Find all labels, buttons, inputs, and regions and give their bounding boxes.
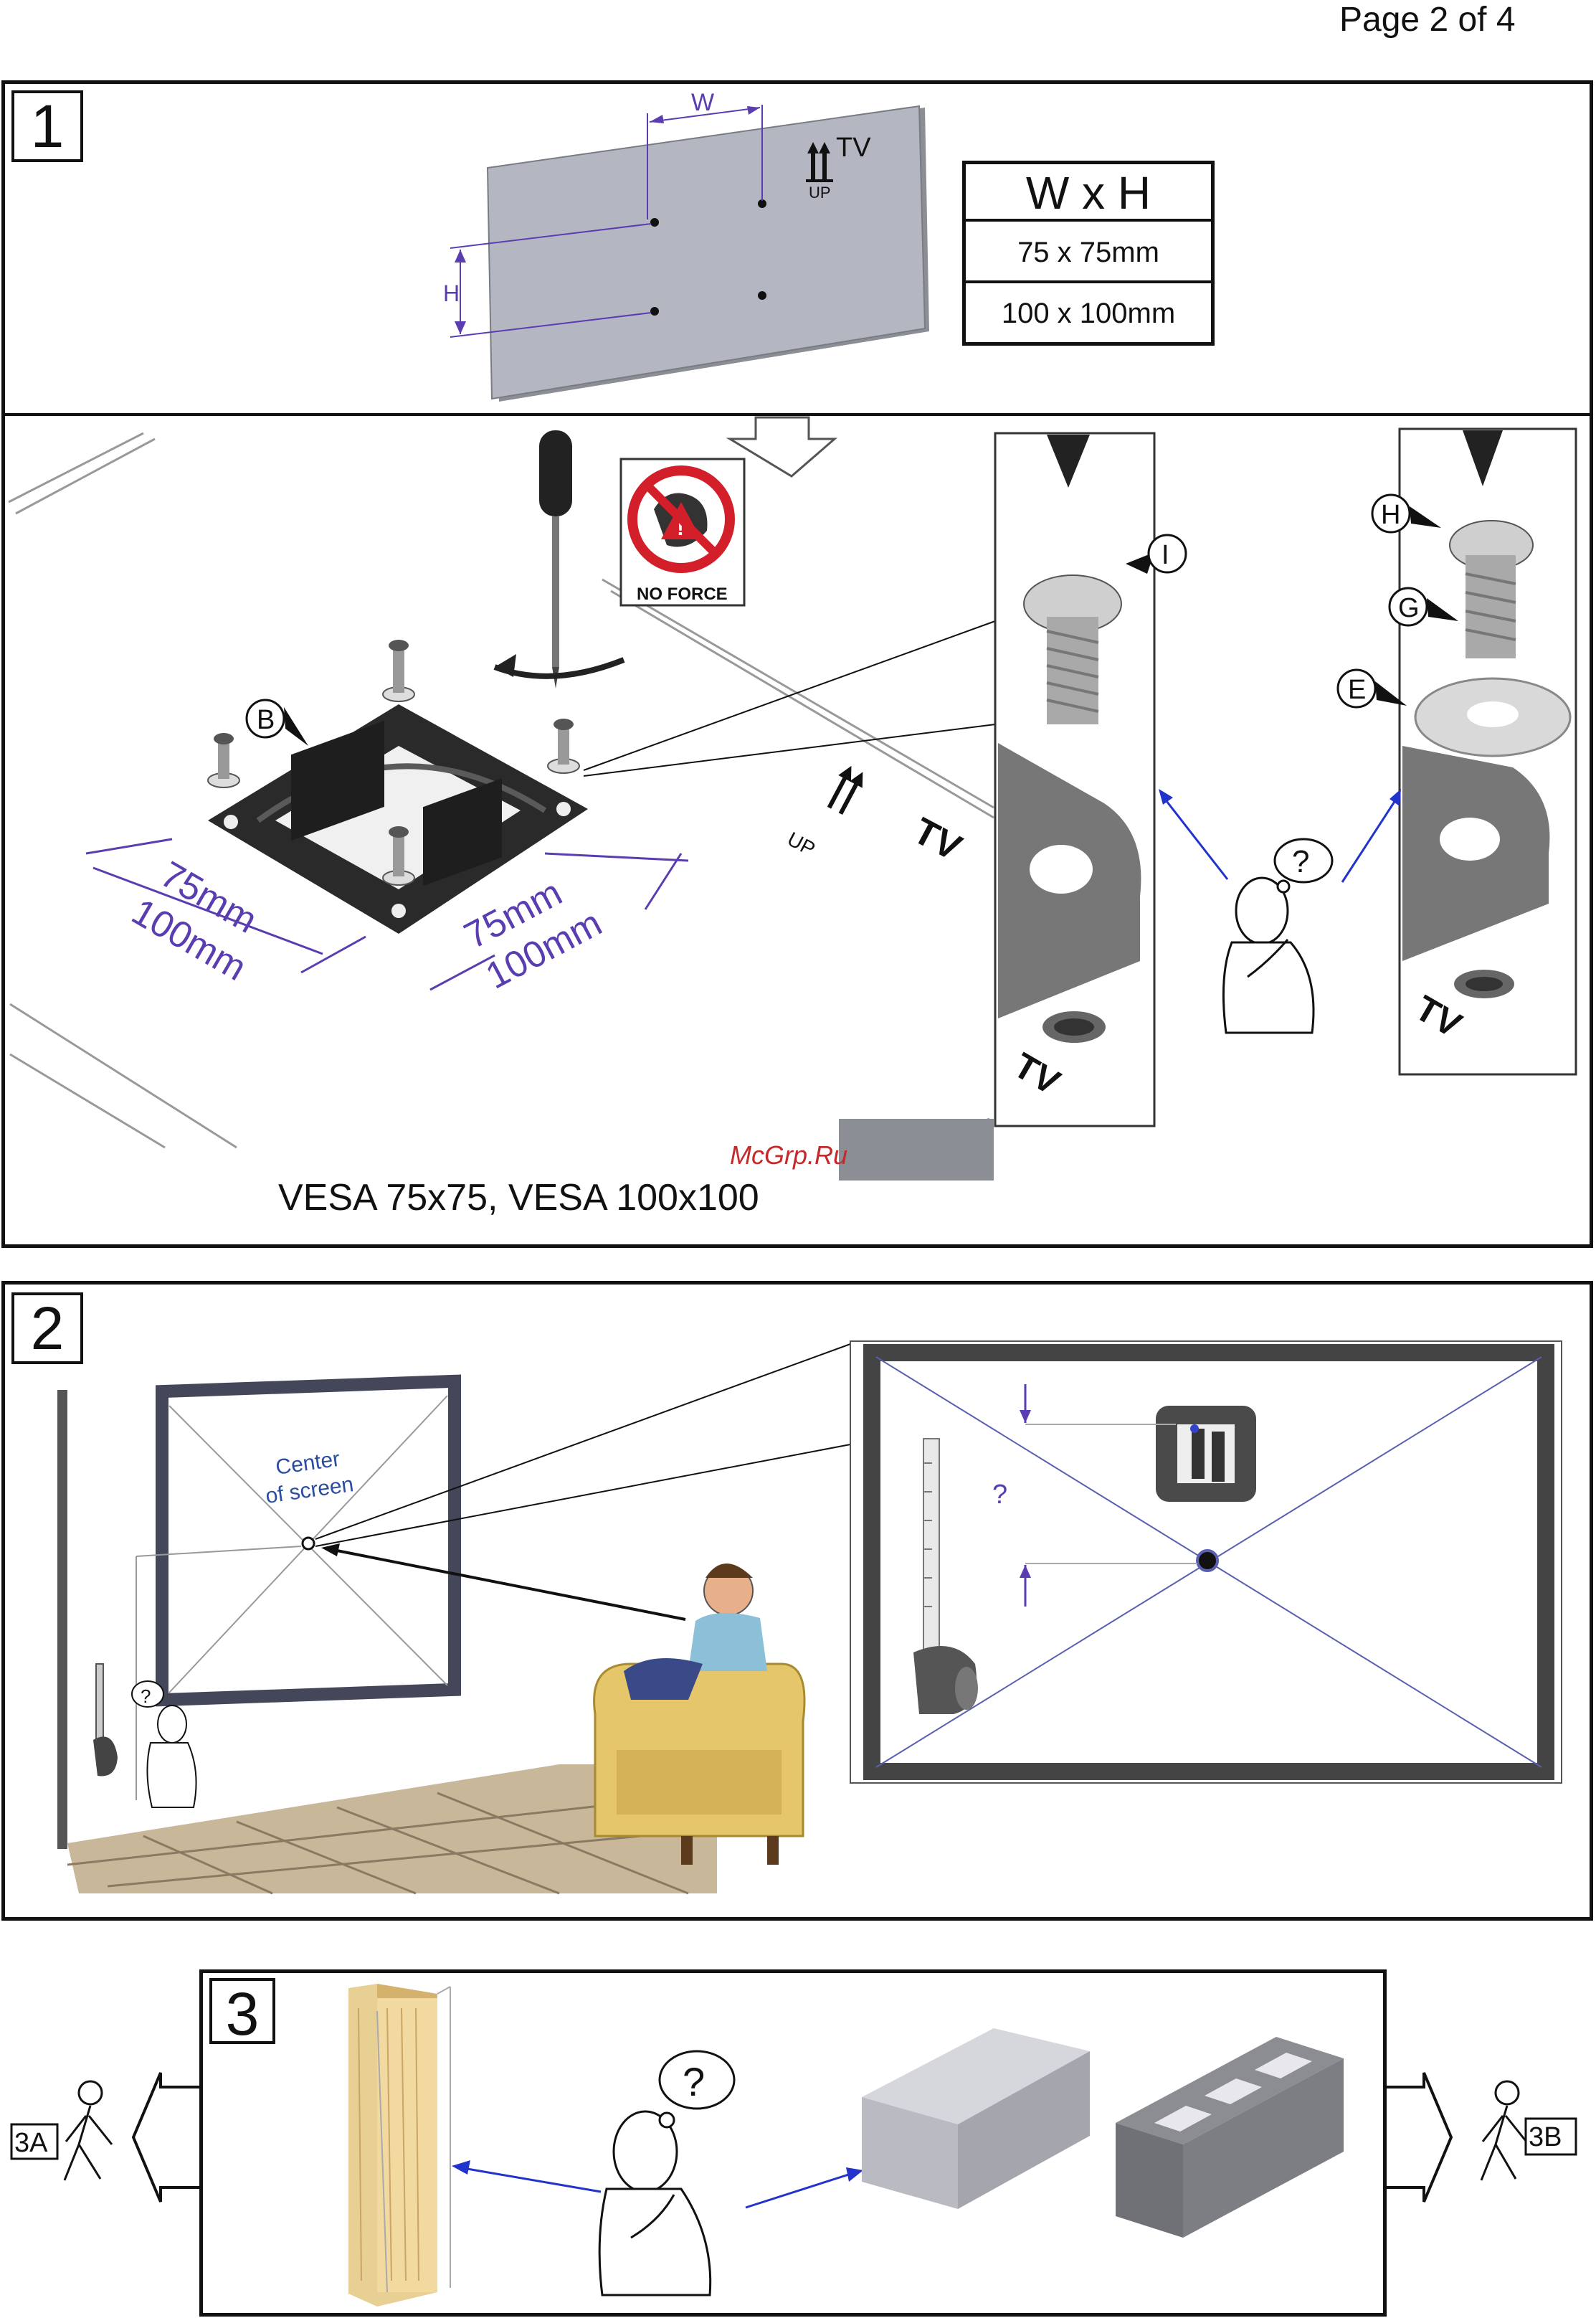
- no-force-icon: ! NO FORCE: [621, 459, 744, 605]
- screw-icon: [548, 719, 579, 773]
- target-3a-label: 3A: [14, 2128, 48, 2158]
- panel-up-label: UP: [784, 828, 819, 861]
- watermark: McGrp.Ru: [730, 1140, 847, 1170]
- screwdriver-icon: [495, 430, 624, 689]
- target-3b-label: 3B: [1529, 2122, 1562, 2152]
- step2-illustration: Center of screen ?: [0, 1262, 1596, 1936]
- question-mark-small: ?: [141, 1685, 151, 1707]
- down-arrow-icon: [730, 417, 835, 476]
- svg-text:G: G: [1398, 593, 1420, 623]
- question-mark-detail: ?: [992, 1480, 1007, 1510]
- right-arrow-icon: [1385, 2073, 1451, 2202]
- concrete-block-icon: [862, 2028, 1090, 2209]
- part-e-callout: E: [1338, 670, 1407, 707]
- up-mark-text: UP: [809, 184, 831, 202]
- question-mark-step3: ?: [683, 2059, 705, 2104]
- svg-text:H: H: [1381, 500, 1400, 530]
- screw-icon: [383, 640, 414, 701]
- vesa-hole: [650, 307, 659, 316]
- center-point-icon: [303, 1538, 314, 1549]
- svg-text:E: E: [1348, 675, 1366, 705]
- question-mark-step1: ?: [1292, 844, 1309, 879]
- spec-table-row: 100 x 100mm: [966, 283, 1211, 344]
- spec-table-header: W x H: [966, 164, 1211, 222]
- cinder-block-icon: [1116, 2037, 1344, 2238]
- center-target-icon: [1197, 1551, 1217, 1571]
- wood-stud-icon: [348, 1984, 450, 2307]
- svg-text:B: B: [257, 705, 275, 735]
- tape-measure-icon: [96, 1664, 103, 1743]
- vesa-hole: [758, 291, 766, 300]
- wall-bracket-icon: [1156, 1406, 1256, 1502]
- walking-man-icon: [65, 2081, 112, 2180]
- svg-text:I: I: [1162, 540, 1169, 570]
- dim-h-label: H: [443, 280, 460, 306]
- walking-man-icon: [1481, 2081, 1529, 2180]
- part-b-callout: B: [247, 700, 308, 746]
- screw-icon: [208, 733, 239, 787]
- vesa-spec-table: W x H 75 x 75mm 100 x 100mm: [962, 161, 1215, 346]
- step1-number: 1: [11, 90, 83, 162]
- armchair-icon: [594, 1664, 804, 1865]
- step3-number: 3: [209, 1978, 275, 2044]
- thinking-man-icon: [599, 2051, 734, 2295]
- tv-back-plate: W H TV UP: [443, 89, 929, 402]
- thinking-man-icon: [1223, 839, 1332, 1033]
- dim-w-label: W: [691, 89, 714, 116]
- vesa-hole: [650, 218, 659, 227]
- left-arrow-icon: [133, 2073, 201, 2202]
- tv-mark-text: TV: [836, 133, 871, 163]
- spec-table-row: 75 x 75mm: [966, 222, 1211, 283]
- vesa-caption: VESA 75x75, VESA 100x100: [278, 1176, 759, 1219]
- step2-number: 2: [11, 1292, 83, 1364]
- tv-bottom-edge: [839, 1119, 994, 1181]
- no-force-label: NO FORCE: [637, 585, 728, 604]
- panel-tv-label: TV: [906, 810, 968, 869]
- room-wall: [57, 1390, 67, 1849]
- up-arrow-icon: [823, 762, 870, 817]
- step1-illustration: W H TV UP: [0, 0, 1596, 1262]
